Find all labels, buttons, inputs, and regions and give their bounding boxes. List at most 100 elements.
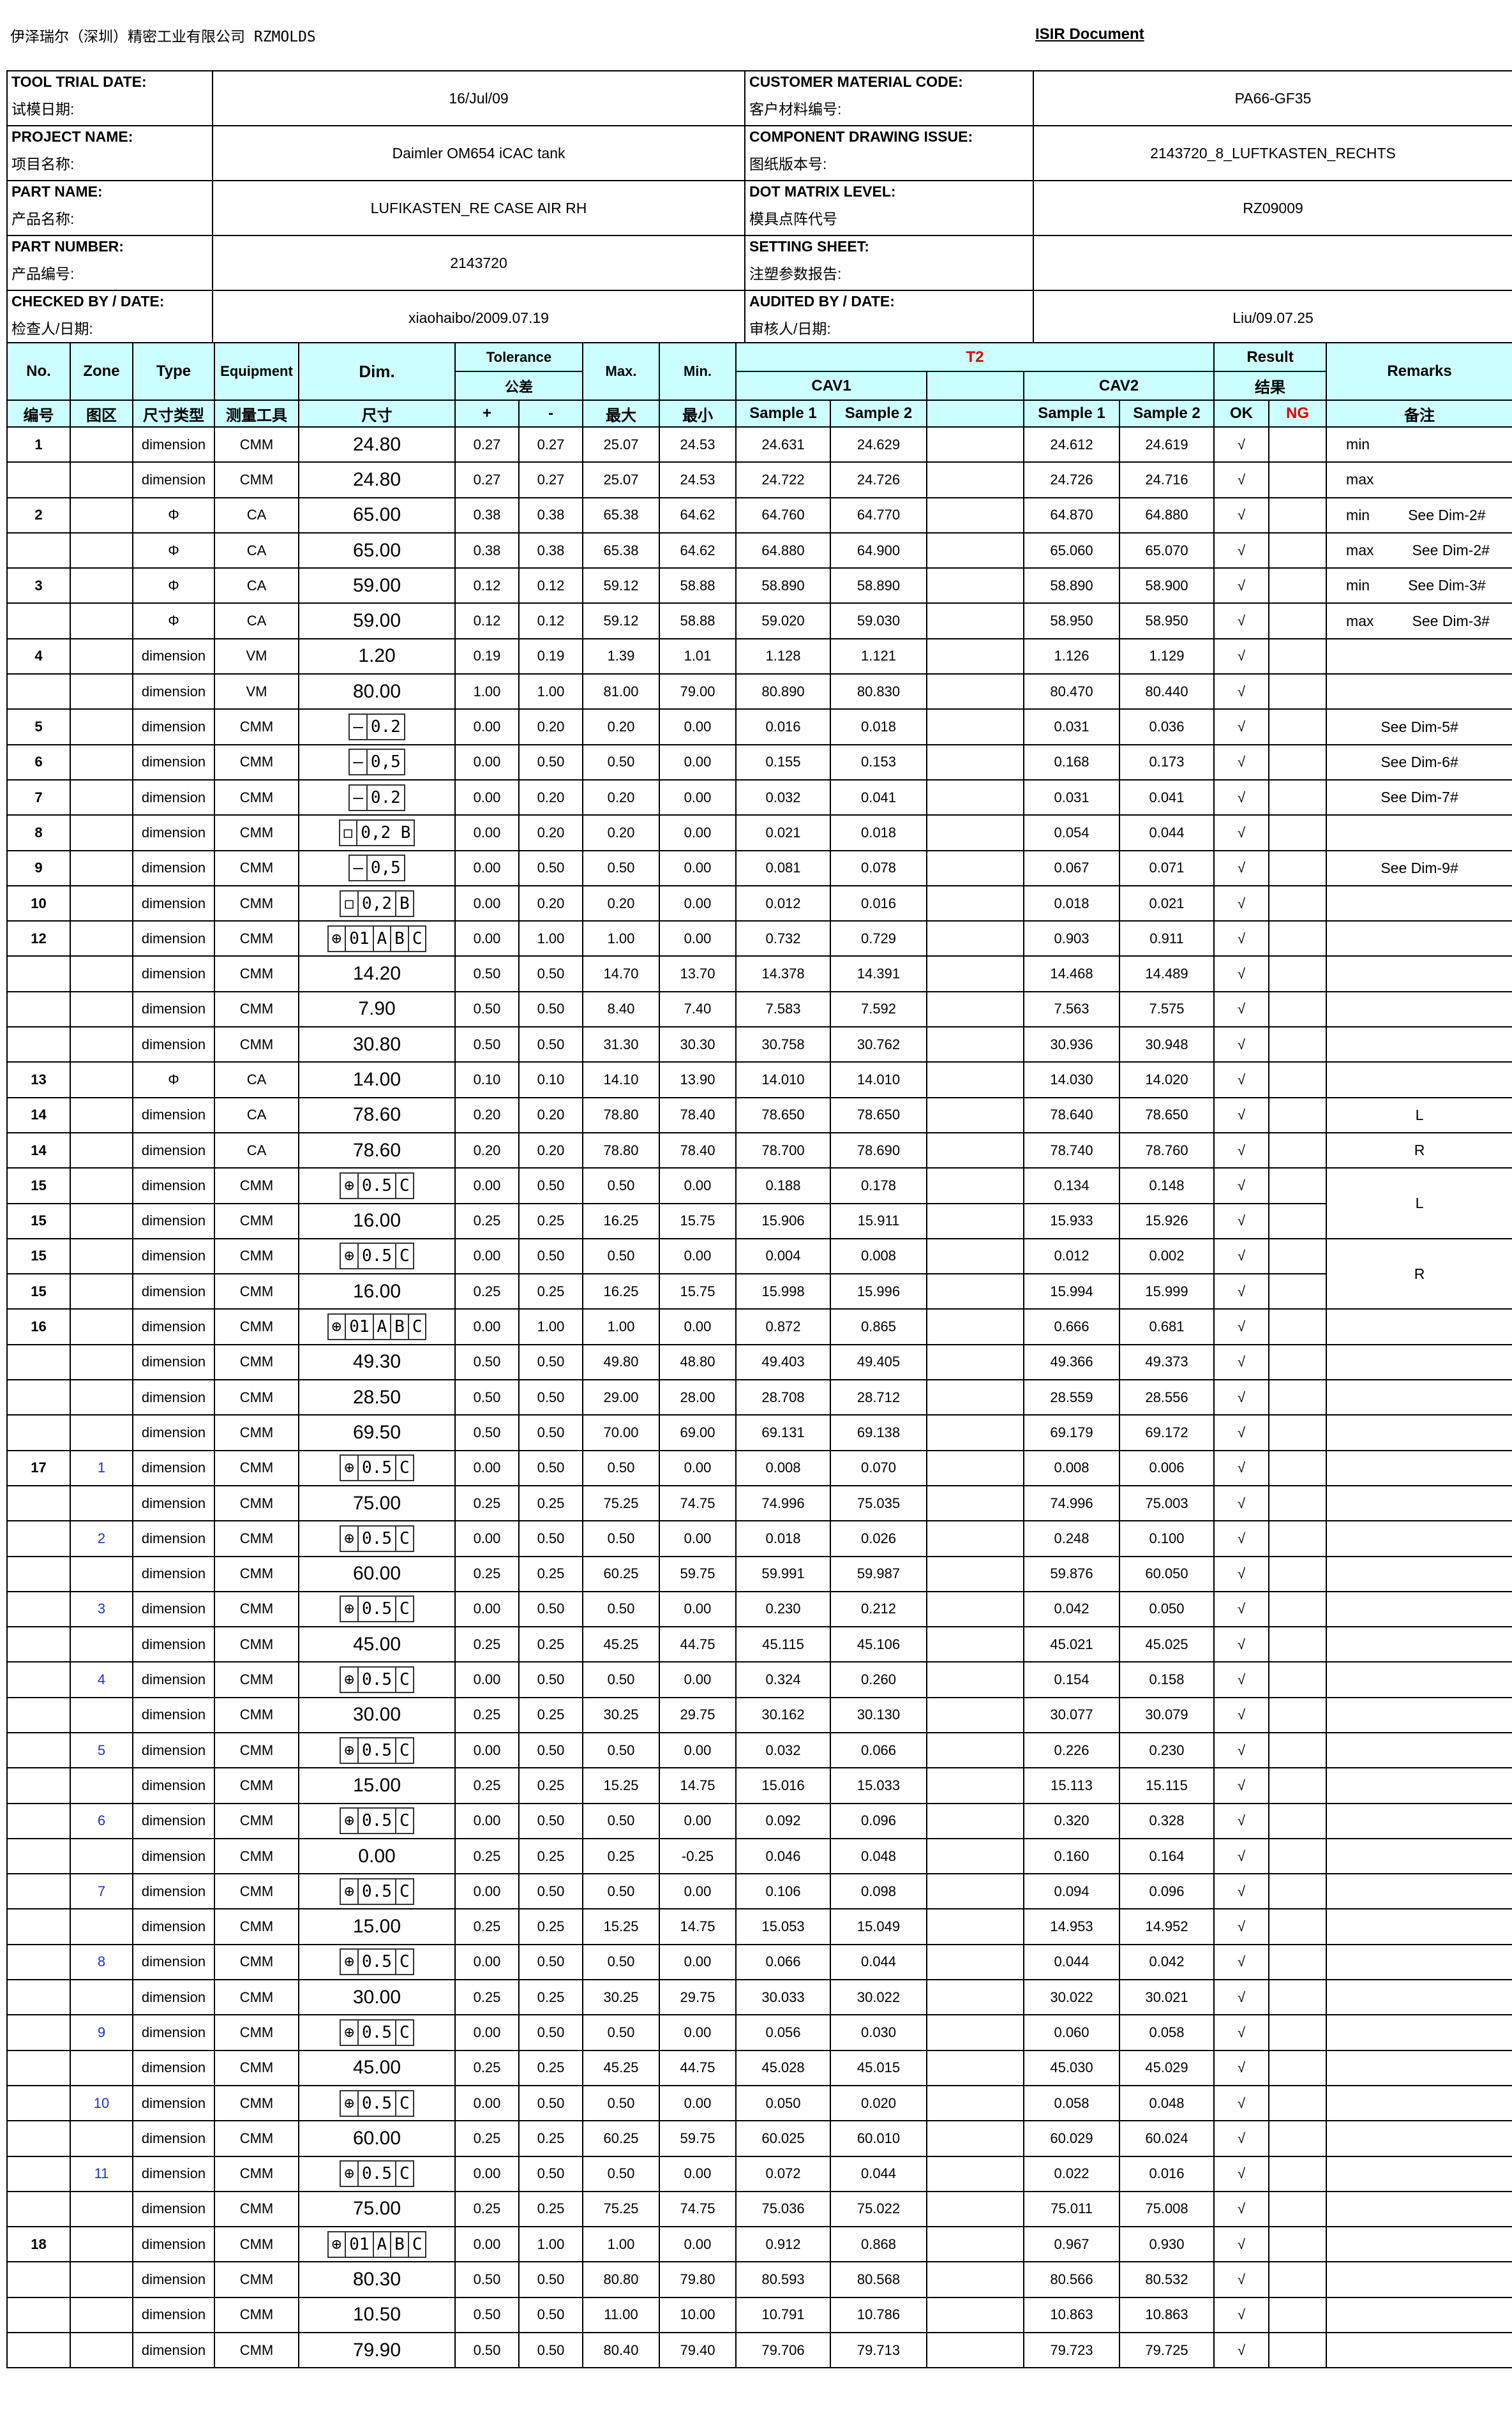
cell-cav2-sample2: 69.172 [1118, 1414, 1215, 1451]
cell-tol-plus: 0.50 [454, 955, 520, 992]
cell-ok: √ [1213, 955, 1270, 992]
cell-cav2-sample2: 0.100 [1118, 1520, 1215, 1557]
cell-ng [1268, 1979, 1328, 2016]
cell-equipment: CA [214, 1132, 299, 1169]
cell-ng [1268, 1202, 1328, 1239]
cell-min: 29.75 [659, 1696, 737, 1733]
cell-type: dimension [132, 2332, 215, 2369]
cell-max: 0.50 [582, 1661, 660, 1698]
info-label: PART NAME:产品名称: [6, 180, 213, 236]
cell-ok: √ [1213, 1096, 1270, 1133]
cell-cav2-sample2: 64.880 [1118, 497, 1215, 534]
cell-zone [70, 1767, 133, 1804]
fcf-compartment: C [399, 1458, 410, 1478]
cell-cav2-sample1: 0.031 [1023, 779, 1120, 816]
cell-cav-gap [926, 1731, 1024, 1769]
cell-max: 16.25 [582, 1273, 660, 1310]
tolerance-symbol-icon: ⊕ [329, 1315, 347, 1340]
tolerance-symbol-icon: — [350, 715, 368, 740]
cell-min: 28.00 [659, 1379, 737, 1416]
cell-cav2-sample2: 15.999 [1118, 1273, 1215, 1310]
cell-remarks [1326, 1696, 1512, 1733]
cell-no: 15 [6, 1202, 71, 1239]
cell-tol-plus: 0.00 [454, 1873, 520, 1910]
cell-cav2-sample2: 30.079 [1118, 1696, 1215, 1733]
cell-cav-gap [926, 673, 1024, 710]
cell-no [6, 1520, 71, 1557]
fcf-compartment: 01 [346, 926, 374, 951]
tolerance-symbol-icon: — [350, 785, 368, 810]
cell-tol-plus: 0.00 [454, 1237, 520, 1275]
cell-no [6, 1343, 71, 1381]
cell-max: 1.00 [582, 920, 660, 957]
cell-cav2-sample1: 15.933 [1023, 1202, 1120, 1239]
cell-zone: 10 [70, 2084, 133, 2122]
cell-zone [70, 1343, 133, 1381]
cell-ng [1268, 1096, 1328, 1133]
cell-cav-gap [926, 1132, 1024, 1169]
cell-ng [1268, 1132, 1328, 1169]
cell-min: 14.75 [659, 1908, 737, 1945]
cell-tol-plus: 0.00 [454, 1520, 520, 1557]
cell-ok: √ [1213, 2120, 1270, 2157]
cell-cav1-sample1: 69.131 [735, 1414, 831, 1451]
cell-tol-minus: 0.25 [518, 1273, 583, 1310]
cell-type: dimension [132, 1520, 215, 1557]
cell-cav1-sample2: 0.153 [830, 743, 927, 781]
cell-tol-plus: 0.00 [454, 1731, 520, 1769]
cell-cav1-sample2: 0.066 [830, 1731, 927, 1769]
cell-ng [1268, 2014, 1328, 2051]
cell-tol-plus: 0.19 [454, 638, 520, 675]
cell-cav-gap [926, 1661, 1024, 1698]
cell-ng [1268, 1661, 1328, 1698]
cell-cav1-sample1: 64.760 [735, 497, 831, 534]
info-label-en: SETTING SHEET: [749, 237, 869, 255]
cell-cav1-sample2: 75.035 [830, 1484, 927, 1522]
cell-no [6, 2049, 71, 2086]
cell-max: 1.00 [582, 2226, 660, 2263]
cell-cav2-sample1: 0.903 [1023, 920, 1120, 957]
cell-ok: √ [1213, 2049, 1270, 2086]
cell-ok: √ [1213, 1979, 1270, 2016]
cell-equipment: CMM [214, 2155, 299, 2192]
cell-min: 0.00 [659, 885, 737, 922]
cell-zone [70, 567, 133, 604]
cell-cav2-sample1: 0.058 [1023, 2084, 1120, 2122]
cell-equipment: CMM [214, 1661, 299, 1698]
cell-equipment: CMM [214, 1802, 299, 1839]
cell-type: Φ [132, 532, 215, 569]
cell-cav2-sample1: 28.559 [1023, 1379, 1120, 1416]
cell-no: 8 [6, 814, 71, 851]
cell-cav2-sample2: 45.025 [1118, 1626, 1215, 1663]
cell-zone: 9 [70, 2014, 133, 2051]
cell-cav-gap [926, 567, 1024, 604]
cell-tol-minus: 0.50 [518, 743, 583, 781]
cell-tol-minus: 0.50 [518, 1379, 583, 1416]
cell-zone [70, 1555, 133, 1592]
col-cav1-sample1: Sample 1 [735, 400, 831, 428]
cell-type: dimension [132, 461, 215, 498]
cell-no [6, 673, 71, 710]
cell-dim: 30.80 [298, 1026, 456, 1063]
cell-max: 80.40 [582, 2332, 660, 2369]
cell-max: 0.50 [582, 849, 660, 886]
cell-equipment: CMM [214, 814, 299, 851]
cell-equipment: CMM [214, 1343, 299, 1381]
cell-cav1-sample2: 1.121 [830, 638, 927, 675]
cell-cav1-sample2: 0.260 [830, 1661, 927, 1698]
cell-cav1-sample2: 14.391 [830, 955, 927, 992]
cell-tol-plus: 0.00 [454, 849, 520, 886]
cell-min: 59.75 [659, 1555, 737, 1592]
